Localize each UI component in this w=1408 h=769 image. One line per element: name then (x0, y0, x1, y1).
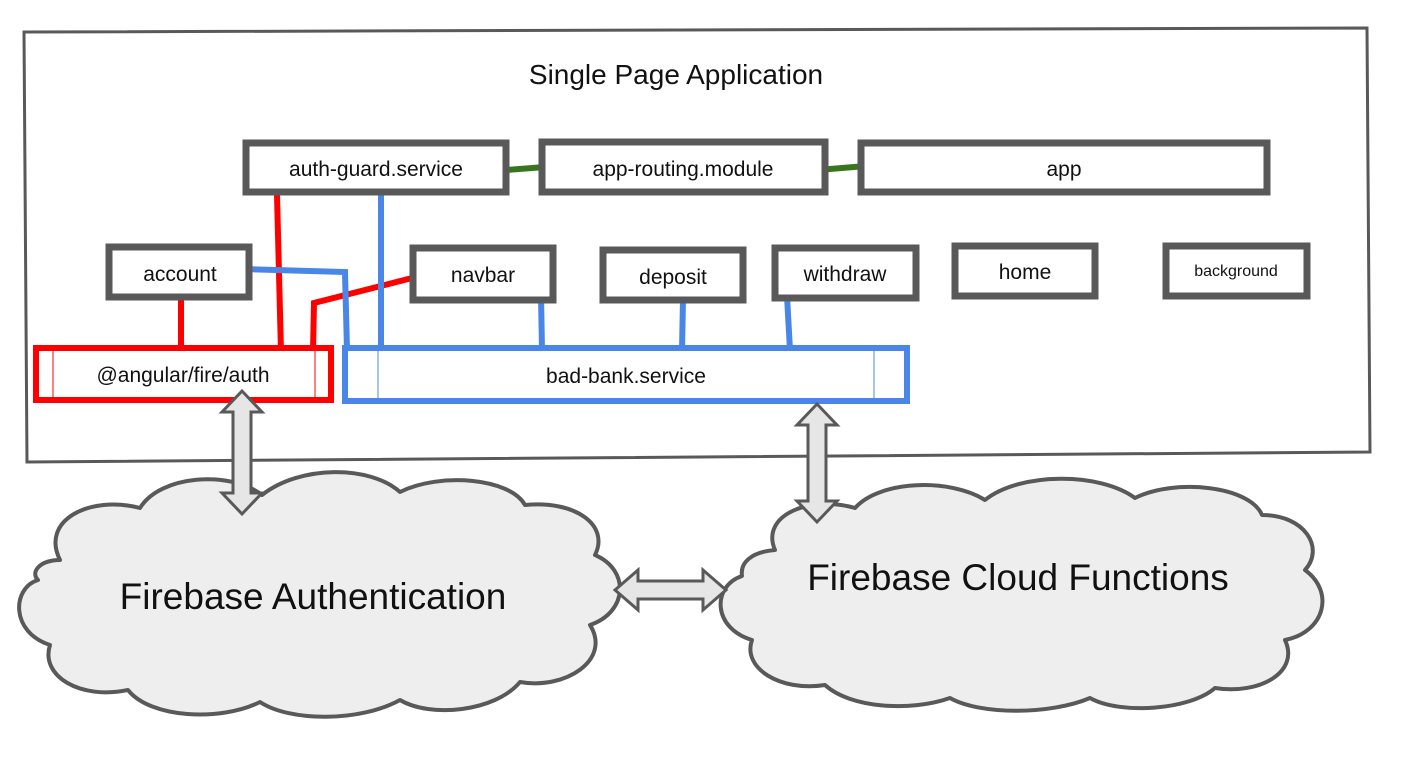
app-box (857, 139, 1271, 196)
firebase-authentication-label: Firebase Authentication (120, 576, 507, 617)
cloud-to-cloud-arrow (612, 566, 729, 614)
auth-link-navbar (310, 273, 421, 353)
service-link-account (242, 266, 350, 351)
account-box (105, 243, 253, 301)
angular-fire-auth-label: @angular/fire/auth (96, 364, 269, 387)
service-link-deposit (679, 298, 686, 351)
home-box (951, 242, 1099, 300)
home-label: home (999, 261, 1052, 284)
withdraw-box (771, 244, 920, 302)
spa-title: Single Page Application (529, 59, 823, 90)
bad-bank-service-label: bad-bank.service (546, 365, 706, 388)
auth-link-guard (274, 194, 284, 353)
functions-sync-arrow (793, 401, 841, 525)
withdraw-label: withdraw (803, 263, 888, 286)
angular-fire-auth-box (33, 345, 334, 403)
firebase-cloud-functions-cloud (718, 476, 1325, 713)
background-box (1162, 242, 1311, 300)
background-label: background (1194, 263, 1278, 280)
app-routing-module-label: app-routing.module (593, 158, 774, 181)
service-link-navbar (538, 295, 545, 351)
firebase-cloud-functions-label: Firebase Cloud Functions (807, 557, 1229, 598)
deposit-label: deposit (639, 266, 707, 289)
auth-sync-arrow (218, 388, 266, 517)
account-label: account (143, 263, 217, 286)
navbar-box (409, 244, 557, 304)
auth-guard-service-box (242, 139, 510, 196)
auth-guard-service-label: auth-guard.service (289, 158, 463, 181)
deposit-box (599, 246, 747, 304)
bad-bank-service-box (342, 345, 910, 404)
navbar-label: navbar (451, 264, 515, 287)
app-label: app (1046, 158, 1081, 181)
app-routing-module-box (538, 138, 829, 196)
service-link-withdraw (784, 295, 793, 351)
spa-frame (22, 26, 1372, 464)
